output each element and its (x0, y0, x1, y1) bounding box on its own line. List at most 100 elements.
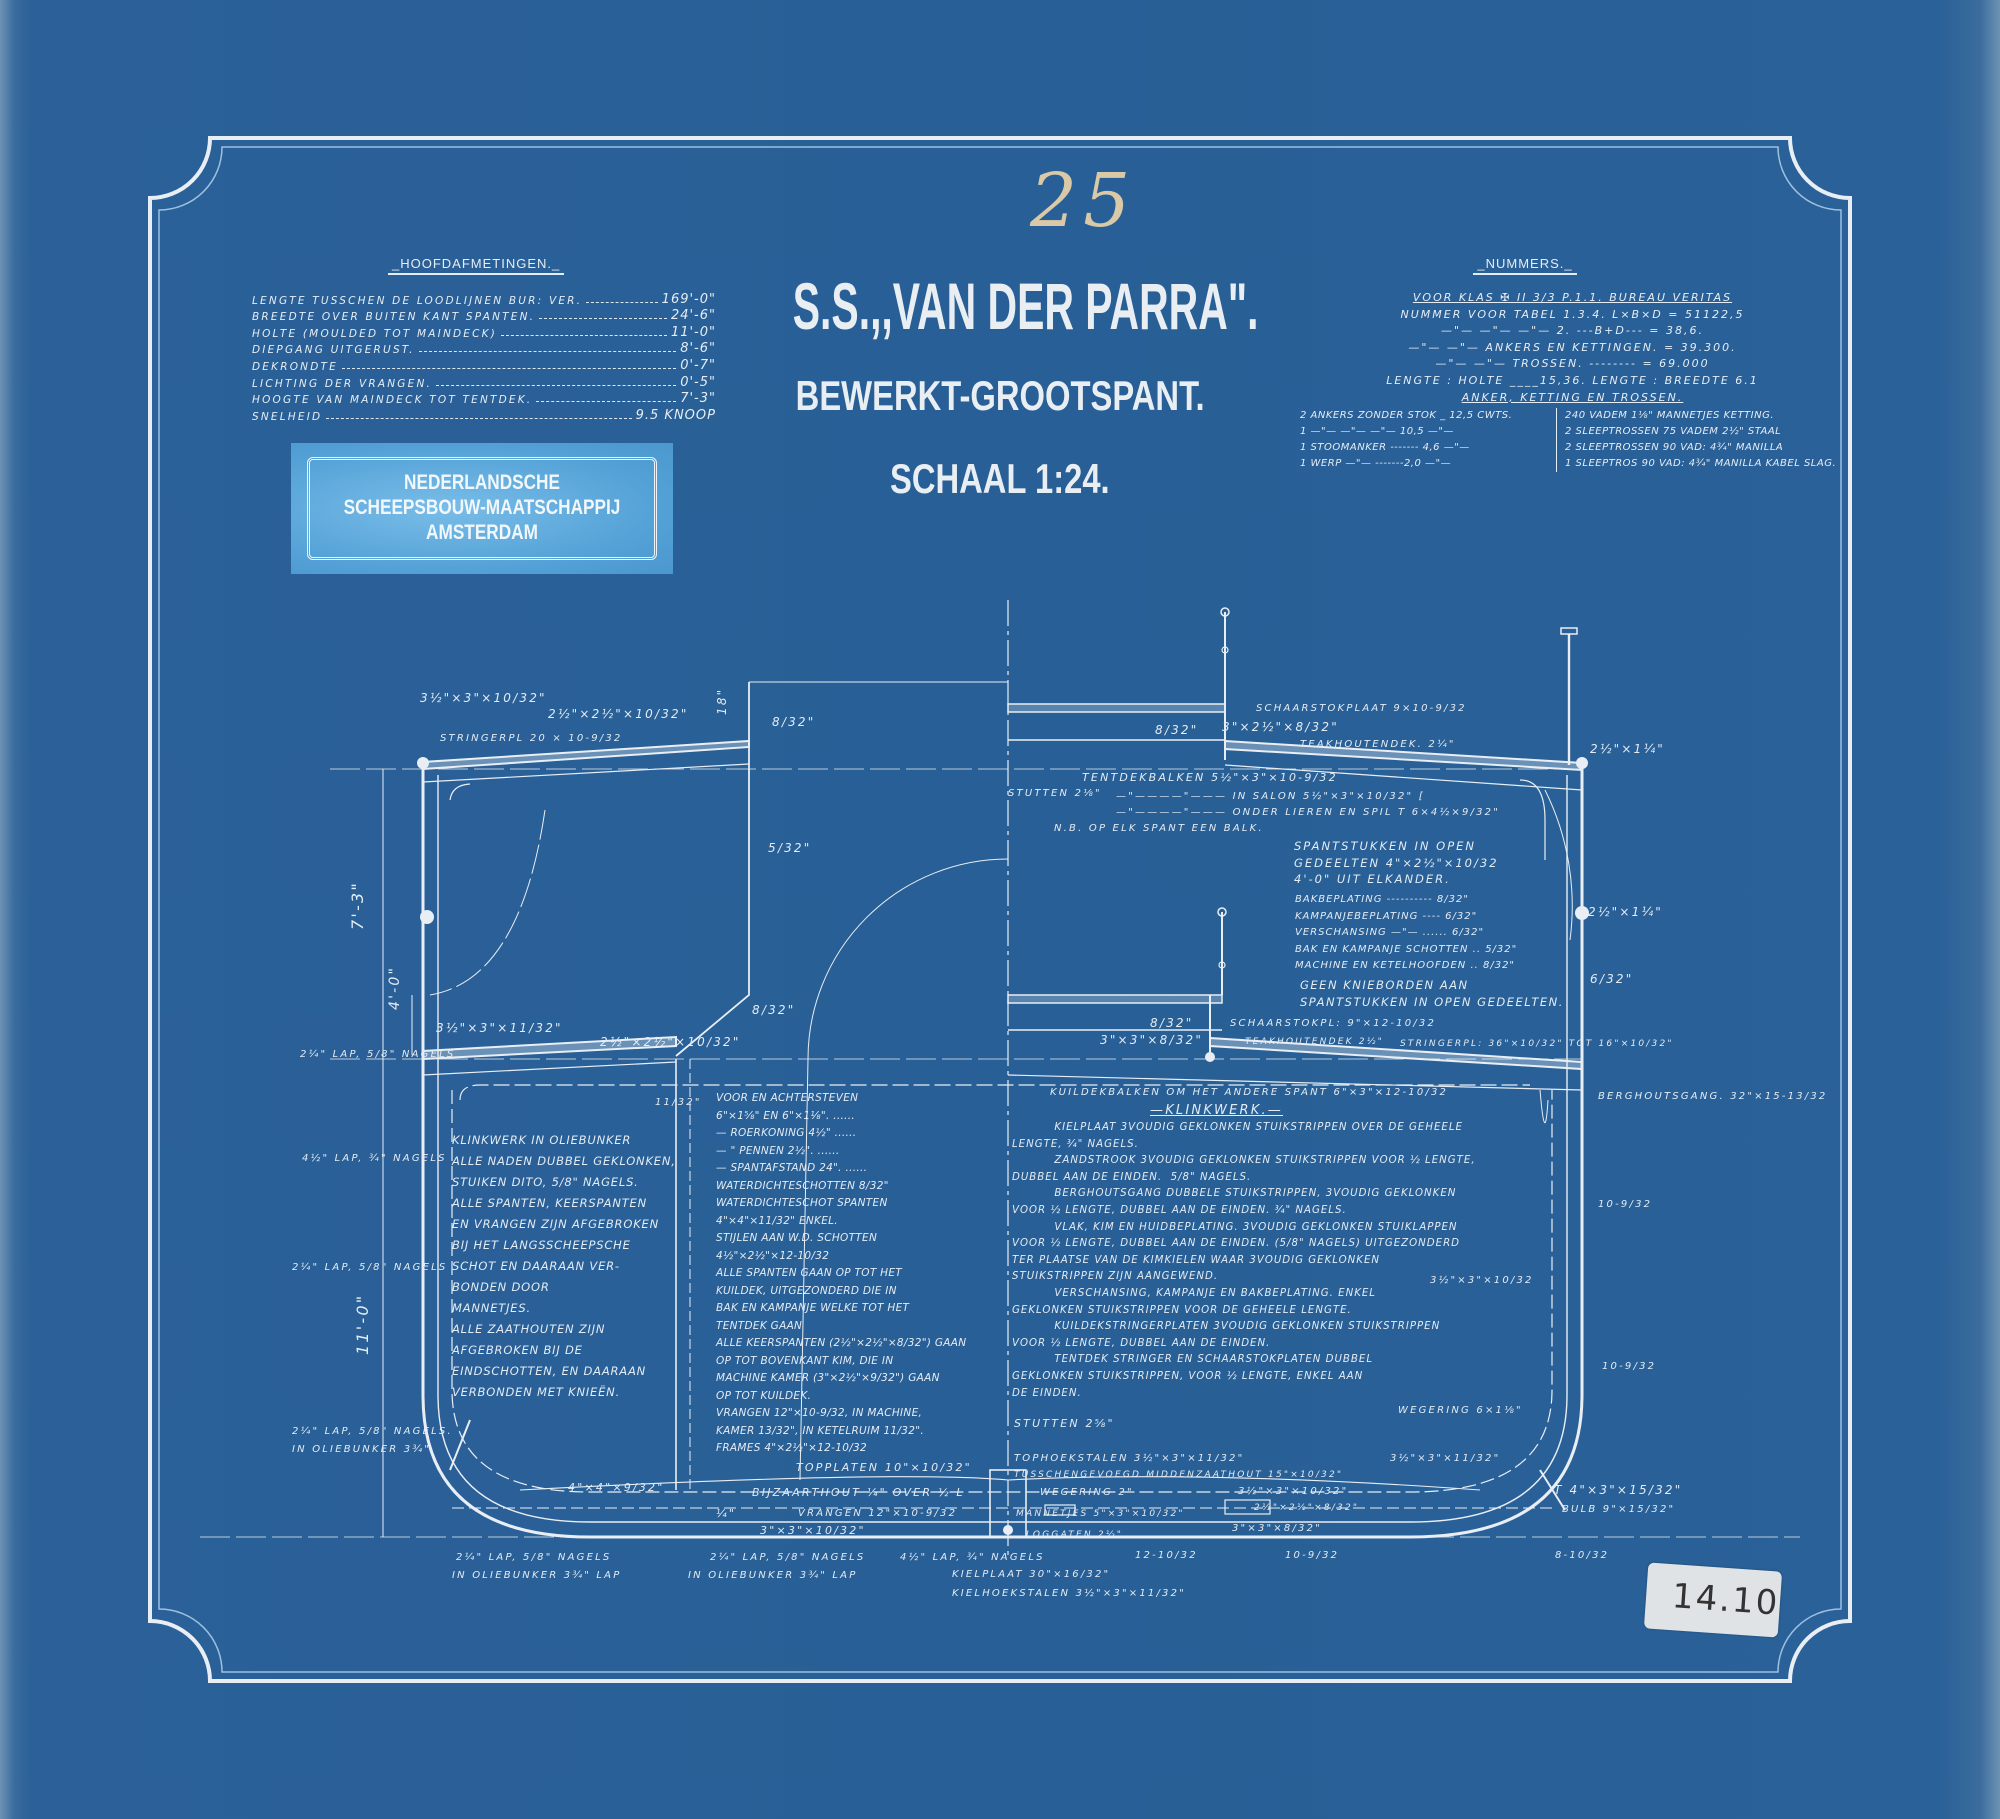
annotation-dim-11-0: 11'-0" (353, 1293, 372, 1355)
note-line: schot en daaraan ver- (452, 1259, 620, 1273)
limber-hole (1044, 1504, 1076, 1516)
annotation-schaarstokplaat: Schaarstokplaat 9×10-9/32 (1256, 703, 1467, 714)
note-line: voor ½ lengte, dubbel aan de einden. (5/… (1012, 1238, 1460, 1250)
annotation-b-12-10: 12-10/32 (1135, 1550, 1198, 1561)
bilge-keel-right (1539, 1469, 1566, 1511)
dimension-value: 7'-3" (680, 391, 716, 407)
note-line: Kielplaat 3voudig geklonken stuikstrippe… (1012, 1122, 1463, 1133)
annotation-kuildekbalken: Kuildekbalken om het andere spant 6"×3"×… (1050, 1087, 1449, 1098)
annotation-wegering-side: Wegering 6×1⅛" (1398, 1405, 1523, 1416)
anchor-heading: Anker, Ketting en Trossen. (1461, 390, 1684, 404)
annotation-plate-8-32-a: 8/32" (772, 715, 816, 729)
dimension-label: Hoogte van maindeck tot tentdek. (252, 394, 533, 407)
anchor-line: 2 Sleeptrossen 75 vadem 2½" staal (1565, 426, 1782, 438)
annotation-l-angle-top1: 3½"×3"×10/32" (420, 691, 547, 705)
note-line: verbonden met knieën. (452, 1385, 621, 1399)
maindeck-left (422, 1035, 677, 1061)
stanchion-upper-knob (1220, 607, 1230, 617)
note-line: Waterdichteschot spanten (716, 1197, 888, 1209)
annotation-lap-2: 4½" Lap, ¾" nagels (302, 1153, 447, 1164)
annotation-q-inch: ¼" (716, 1507, 737, 1520)
annotation-vrangen-bottom: Vrangen 12"×10-9/32 (798, 1508, 958, 1519)
note-oliebunker-riveting: Klinkwerk in oliebunkeralle naden dubbel… (452, 1130, 676, 1403)
annotation-lap-1: 2¼" Lap, 5/8" nagels (300, 1049, 456, 1060)
note-line: mannetjes. (452, 1301, 531, 1315)
dimension-value: 0'-5" (680, 374, 716, 390)
leader-dashes (501, 334, 667, 336)
drawing-frame-inner (158, 146, 1842, 1673)
annotation-lap-b2b: in oliebunker 3¾" lap (688, 1570, 858, 1581)
note-line: Bak en kampanje schotten .. 5/32" (1295, 943, 1518, 955)
note-line: de einden. (1012, 1387, 1082, 1399)
note-line: voor ½ lengte, dubbel aan de einden. (1012, 1337, 1271, 1349)
annotation-teak-top: Teakhoutendek. 2¼" (1300, 739, 1456, 750)
drawing-subtitle-text: BEWERKT-GROOTSPANT. (795, 372, 1205, 419)
annotation-lap-b2a: 2¼" Lap, 5/8" nagels (710, 1552, 866, 1563)
annotation-dim-4-0: 4'-0" (387, 965, 403, 1010)
annotation-tentdekbalken: Tentdekbalken 5½"×3"×10-9/32 (1082, 771, 1338, 784)
leader-dashes (436, 384, 677, 386)
note-line: Alle spanten, keerspanten (452, 1196, 648, 1210)
note-line: gedeelten 4"×2½"×10/32 (1294, 855, 1499, 870)
knee-detail-right (1539, 1089, 1549, 1124)
classification-numbers: Voor klas ✠ II 3/3 P.1.1. Bureau Veritas… (1300, 290, 1845, 473)
annotation-r-6-32: 6/32" (1590, 972, 1634, 986)
note-line: kamer 13/32", in ketelruim 11/32". (716, 1424, 924, 1437)
dimension-row: Hoogte van maindeck tot tentdek. 7'-3" (252, 390, 716, 407)
note-line: lengte, ¾" nagels. (1012, 1138, 1139, 1150)
dimension-label: Dekrondte (252, 360, 338, 373)
deckhouse-deck (1007, 703, 1226, 713)
note-line: Waterdichteschotten 8/32" (716, 1179, 889, 1192)
dimension-value: 8'-6" (680, 341, 716, 357)
stanchion-upper-joint (1221, 646, 1229, 654)
dimension-label: Holte (Moulded tot maindeck) (252, 327, 498, 340)
annotation-stringerpl-mid: Stringerpl: 36"×10/32" tot 16"×10/32" (1400, 1039, 1674, 1049)
note-line: op tot kuildek. (716, 1389, 812, 1402)
bulb-sections (417, 757, 1589, 1535)
annotation-b-8-10: 8-10/32 (1555, 1550, 1610, 1561)
archive-label-text: 14.10 (1670, 1576, 1781, 1624)
note-line: 6"×1⅝" en 6"×1⅛". ...... (716, 1109, 856, 1122)
dimension-row: Dekrondte 0'-7" (252, 356, 716, 373)
dimension-value: 9.5 Knoop (635, 407, 716, 423)
note-line: tentdek gaan (716, 1319, 803, 1332)
note-riveting-specification: Kielplaat 3voudig geklonken stuikstrippe… (1012, 1120, 1476, 1402)
anchor-line: 240 vadem 1⅛" mannetjes ketting. (1565, 410, 1775, 422)
classification-line: —"— —"— Ankers en kettingen. = 39.300. (1408, 340, 1737, 354)
annotation-lap-b1a: 2¼" Lap, 5/8" nagels (456, 1552, 612, 1563)
leader-dashes (586, 301, 658, 303)
ship-title-text: S.S.,,VAN DER PARRA". (792, 269, 1259, 343)
annotation-r-8-32-mid: 8/32" (1150, 1016, 1194, 1030)
dimension-label: Lichting der vrangen. (252, 377, 433, 390)
annotation-nb-balk: N.B. op elk spant een balk. (1054, 823, 1264, 834)
note-no-knee-brackets: Geen knieborden aanspantstukken in open … (1300, 977, 1564, 1010)
dimension-value: 0'-7" (680, 357, 716, 373)
knee-arc-left (429, 809, 546, 996)
frame-line (437, 775, 1568, 1523)
anchor-line: 1 Werp —"— -------2,0 —"— (1300, 458, 1452, 470)
note-line: Berghoutsgang dubbele stuikstrippen, 3vo… (1012, 1188, 1457, 1200)
nameplate-border (307, 457, 657, 560)
annotation-l-angle-main2: 2½"×2½"×10/32" (600, 1035, 741, 1049)
annotation-plate-5-32: 5/32" (768, 841, 812, 855)
annotation-angle-4x4: 4"×4"×9/32" (568, 1481, 665, 1494)
note-line: Frames 4"×2½"×12-10/32 (716, 1442, 868, 1454)
drawing-scale: SCHAAL 1:24. (650, 455, 1350, 502)
note-line: bij het langsscheepsche (452, 1238, 631, 1252)
anchor-line: 1 Sleeptros 90 vad: 4¾" manilla kabel sl… (1565, 458, 1837, 470)
tentdek-beam-left (422, 763, 750, 783)
dimension-value: 169'-0" (661, 291, 716, 307)
poop-deck (1007, 994, 1223, 1004)
note-line: 4"×4"×11/32" enkel. (716, 1214, 838, 1227)
numbers-heading-text: _NUMMERS._ (1473, 256, 1577, 275)
stanchion-lower-joint (1218, 961, 1226, 969)
tentdek-beam-right (1224, 764, 1583, 791)
leader-dashes (341, 367, 677, 369)
note-line: Kuildekstringerplaten 3voudig geklonken … (1012, 1321, 1441, 1333)
annotation-l-angle-top2: 2½"×2½"×10/32" (548, 707, 689, 721)
note-line: stuiken dito, 5/8" nagels. (452, 1175, 639, 1189)
note-line: Spantstukken in open (1294, 839, 1477, 853)
note-frame-pieces: Spantstukken in open gedeelten 4"×2½"×10/… (1294, 838, 1499, 888)
anchor-line: 1 —"— —"— —"— 10,5 —"— (1300, 426, 1454, 438)
